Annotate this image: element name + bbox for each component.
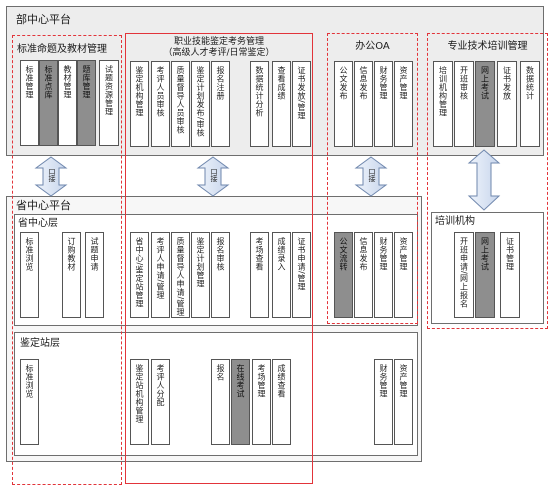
module-class-review[interactable]: 开班审核 bbox=[454, 61, 474, 147]
module-finance-management[interactable]: 财务管理 bbox=[374, 61, 393, 147]
training-title: 专业技术培训管理 bbox=[447, 41, 528, 52]
station-layer-title: 鉴定站层 bbox=[20, 338, 60, 349]
module-certificate-issue-training[interactable]: 证书发放 bbox=[497, 61, 517, 147]
module-document-publish[interactable]: 公文发布 bbox=[334, 61, 353, 147]
module-asset-management-province[interactable]: 资产管理 bbox=[394, 232, 413, 318]
module-question-resource-management[interactable]: 试题资源管理 bbox=[99, 60, 119, 146]
standards-group bbox=[12, 35, 122, 485]
training-org-title: 培训机构 bbox=[435, 216, 475, 227]
module-certificate-apply[interactable]: 证书申请/管理 bbox=[292, 232, 311, 318]
province-center-platform-title: 省中心平台 bbox=[16, 199, 71, 212]
module-evaluator-apply[interactable]: 考评人申请/管理 bbox=[151, 232, 170, 318]
exam-management-subtitle: （高级人才考评/日常鉴定） bbox=[163, 48, 275, 58]
module-registration-review[interactable]: 报名审核 bbox=[211, 232, 230, 318]
module-order-textbook[interactable]: 订购教材 bbox=[62, 232, 81, 318]
dept-center-platform-title: 部中心平台 bbox=[16, 13, 71, 26]
module-certificate-management-org[interactable]: 证书管理 bbox=[500, 232, 520, 318]
module-online-exam-station[interactable]: 在线考试 bbox=[231, 359, 250, 445]
module-standard-browse-station[interactable]: 标准浏览 bbox=[20, 359, 39, 445]
module-asset-management-station[interactable]: 资产管理 bbox=[394, 359, 413, 445]
module-appraisal-plan-management[interactable]: 鉴定计划管理 bbox=[191, 232, 210, 318]
exam-management-title: 职业技能鉴定考务管理 bbox=[173, 37, 264, 47]
module-finance-management-station[interactable]: 财务管理 bbox=[374, 359, 393, 445]
office-oa-title: 办公OA bbox=[355, 41, 390, 52]
module-finance-management-province[interactable]: 财务管理 bbox=[374, 232, 393, 318]
module-standard-point-library[interactable]: 标准点库 bbox=[39, 60, 58, 146]
module-view-scores[interactable]: 查看成绩 bbox=[272, 61, 291, 147]
module-info-publish-province[interactable]: 信息发布 bbox=[354, 232, 373, 318]
module-quality-supervisor-apply[interactable]: 质量督导人申请/管理 bbox=[171, 232, 190, 318]
module-appraisal-plan-publish[interactable]: 鉴定计划发布/审核 bbox=[191, 61, 210, 147]
module-province-station-management[interactable]: 省中心/鉴定站管理 bbox=[130, 232, 149, 318]
module-evaluator-review[interactable]: 考评人员审核 bbox=[151, 61, 170, 147]
module-station-org-management[interactable]: 鉴定站机构管理 bbox=[130, 359, 149, 445]
module-score-entry[interactable]: 成绩录入 bbox=[272, 232, 291, 318]
module-class-apply-online-signup[interactable]: 开班申请/网上报名 bbox=[454, 232, 474, 318]
exam-management-group bbox=[125, 33, 313, 484]
arrow-label-2: 口接 bbox=[210, 168, 218, 182]
module-textbook-management[interactable]: 教材管理 bbox=[58, 60, 77, 146]
office-oa-group bbox=[327, 33, 418, 324]
module-certificate-issue[interactable]: 证书发放/管理 bbox=[292, 61, 311, 147]
module-asset-management[interactable]: 资产管理 bbox=[394, 61, 413, 147]
module-exam-room-management[interactable]: 考场管理 bbox=[252, 359, 271, 445]
module-online-exam[interactable]: 网上考试 bbox=[475, 61, 495, 147]
module-standard-browse[interactable]: 标准浏览 bbox=[20, 232, 39, 318]
training-group bbox=[427, 33, 548, 329]
arrow-label-1: 口接 bbox=[48, 168, 56, 182]
module-info-publish[interactable]: 信息发布 bbox=[354, 61, 373, 147]
module-data-statistics[interactable]: 数据统计分析 bbox=[250, 61, 269, 147]
module-appraisal-org-management[interactable]: 鉴定机构管理 bbox=[130, 61, 149, 147]
module-registration[interactable]: 报名注册 bbox=[211, 61, 230, 147]
module-question-request[interactable]: 试题申请 bbox=[85, 232, 104, 318]
module-training-org-management[interactable]: 培训机构管理 bbox=[433, 61, 453, 147]
module-quality-supervisor-review[interactable]: 质量督导人员审核 bbox=[171, 61, 190, 147]
module-score-view[interactable]: 成绩查看 bbox=[272, 359, 291, 445]
module-online-exam-org[interactable]: 网上考试 bbox=[475, 232, 495, 318]
module-question-bank-management[interactable]: 题库管理 bbox=[77, 60, 96, 146]
arrow-label-3: 口接 bbox=[368, 168, 376, 182]
module-document-flow[interactable]: 公文流转 bbox=[334, 232, 353, 318]
module-exam-room-view[interactable]: 考场查看 bbox=[250, 232, 269, 318]
standards-group-title: 标准命题及教材管理 bbox=[17, 44, 107, 55]
module-standard-management[interactable]: 标准管理 bbox=[20, 60, 39, 146]
module-evaluator-assign[interactable]: 考评人分配 bbox=[151, 359, 170, 445]
module-data-statistics-training[interactable]: 数据统计 bbox=[520, 61, 540, 147]
province-center-layer-title: 省中心层 bbox=[18, 218, 58, 229]
module-signup[interactable]: 报名 bbox=[211, 359, 230, 445]
